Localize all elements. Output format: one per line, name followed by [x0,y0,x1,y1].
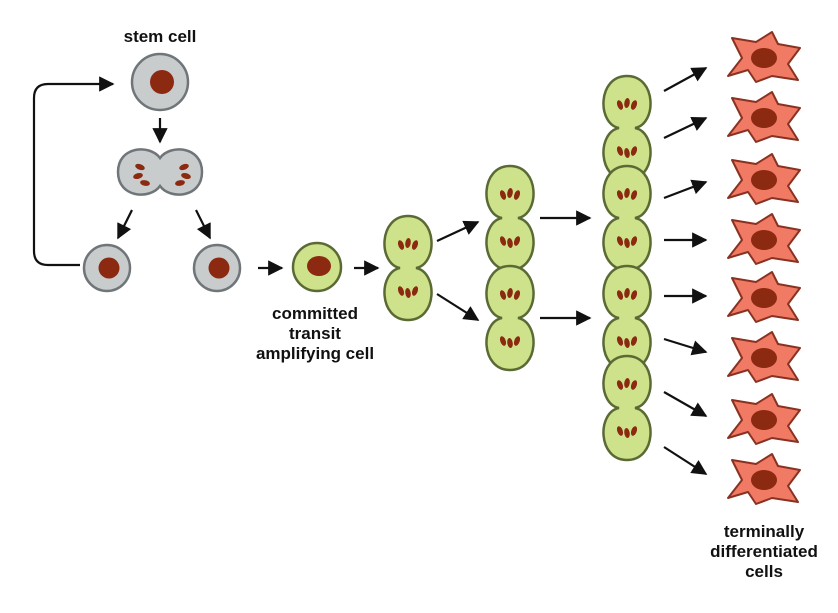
differentiated-cell [727,331,801,383]
dividing-cell [602,354,652,462]
self-renewal-arrow [32,76,115,267]
dividing-cell [602,74,652,182]
differentiated-cell [727,153,801,205]
dividing-cell [485,264,535,372]
label-line: transit [289,324,341,343]
dividing-transit-cells [383,74,652,462]
stem-cell [130,52,190,112]
committed-transit-amplifying-cell [291,241,343,293]
daughter-stem-cell-right [192,243,242,293]
daughter-stem-cell-left [82,243,132,293]
label-line: amplifying cell [255,344,375,363]
dividing-stem-cell [116,148,204,196]
stem-cell-label: stem cell [123,27,197,46]
dividing-cell [383,214,433,322]
differentiated-cell [727,31,801,83]
arrows [32,67,708,475]
dividing-cell [602,264,652,372]
transit-amplifying-cell-label: committed transit amplifying cell [225,304,405,364]
label-line: differentiated [710,542,818,561]
terminally-differentiated-label: terminally differentiated cells [690,522,838,582]
label-line: terminally [723,522,805,541]
label-line: committed [272,304,358,323]
terminally-differentiated-cells [727,31,801,505]
differentiated-cell [727,393,801,445]
dividing-cell [602,164,652,272]
dividing-cell [485,164,535,272]
differentiated-cell [727,271,801,323]
nucleus [150,70,174,94]
differentiated-cell [727,213,801,265]
label-line: cells [745,562,783,581]
differentiated-cell [727,453,801,505]
differentiated-cell [727,91,801,143]
